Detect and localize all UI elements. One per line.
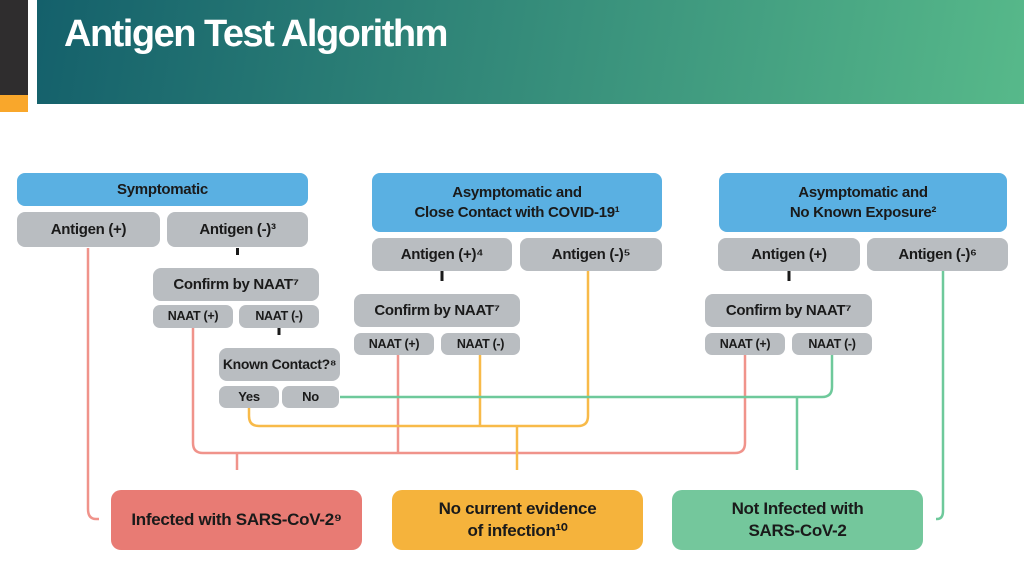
node-naat-pos-3: NAAT (+): [705, 333, 785, 355]
title-banner: Antigen Test Algorithm: [37, 0, 1024, 104]
edge-green-bus-no-to-naat-neg3: [340, 355, 834, 399]
header-asymptomatic-close-contact: Asymptomatic and Close Contact with COVI…: [372, 173, 662, 232]
node-known-contact: Known Contact?⁸: [219, 348, 340, 381]
node-antigen-pos-2: Antigen (+)⁴: [372, 238, 512, 271]
node-confirm-naat-3: Confirm by NAAT⁷: [705, 294, 872, 327]
node-antigen-pos-1: Antigen (+): [17, 212, 160, 247]
outcome-no-evidence: No current evidence of infection¹⁰: [392, 490, 643, 550]
node-no: No: [282, 386, 339, 408]
node-antigen-neg-3: Antigen (-)⁶: [867, 238, 1008, 271]
node-naat-neg-2: NAAT (-): [441, 333, 520, 355]
node-antigen-pos-3: Antigen (+): [718, 238, 860, 271]
page-title: Antigen Test Algorithm: [64, 13, 448, 55]
node-naat-neg-1: NAAT (-): [239, 305, 319, 328]
left-accent-orange-square: [0, 95, 28, 112]
node-naat-neg-3: NAAT (-): [792, 333, 872, 355]
node-confirm-naat-2: Confirm by NAAT⁷: [354, 294, 520, 327]
node-yes: Yes: [219, 386, 279, 408]
header-symptomatic: Symptomatic: [17, 173, 308, 206]
left-accent-bar: [0, 0, 28, 95]
outcome-infected: Infected with SARS-CoV-2⁹: [111, 490, 362, 550]
edge-antigen-neg6-to-not-infected: [936, 271, 945, 521]
node-confirm-naat-1: Confirm by NAAT⁷: [153, 268, 319, 301]
outcome-not-infected: Not Infected with SARS-CoV-2: [672, 490, 923, 550]
header-asymptomatic-no-exposure: Asymptomatic and No Known Exposure²: [719, 173, 1007, 232]
node-antigen-neg-1: Antigen (-)³: [167, 212, 308, 247]
node-naat-pos-1: NAAT (+): [153, 305, 233, 328]
node-antigen-neg-2: Antigen (-)⁵: [520, 238, 662, 271]
edge-antigen-pos1-to-infected: [86, 248, 99, 521]
node-naat-pos-2: NAAT (+): [354, 333, 434, 355]
